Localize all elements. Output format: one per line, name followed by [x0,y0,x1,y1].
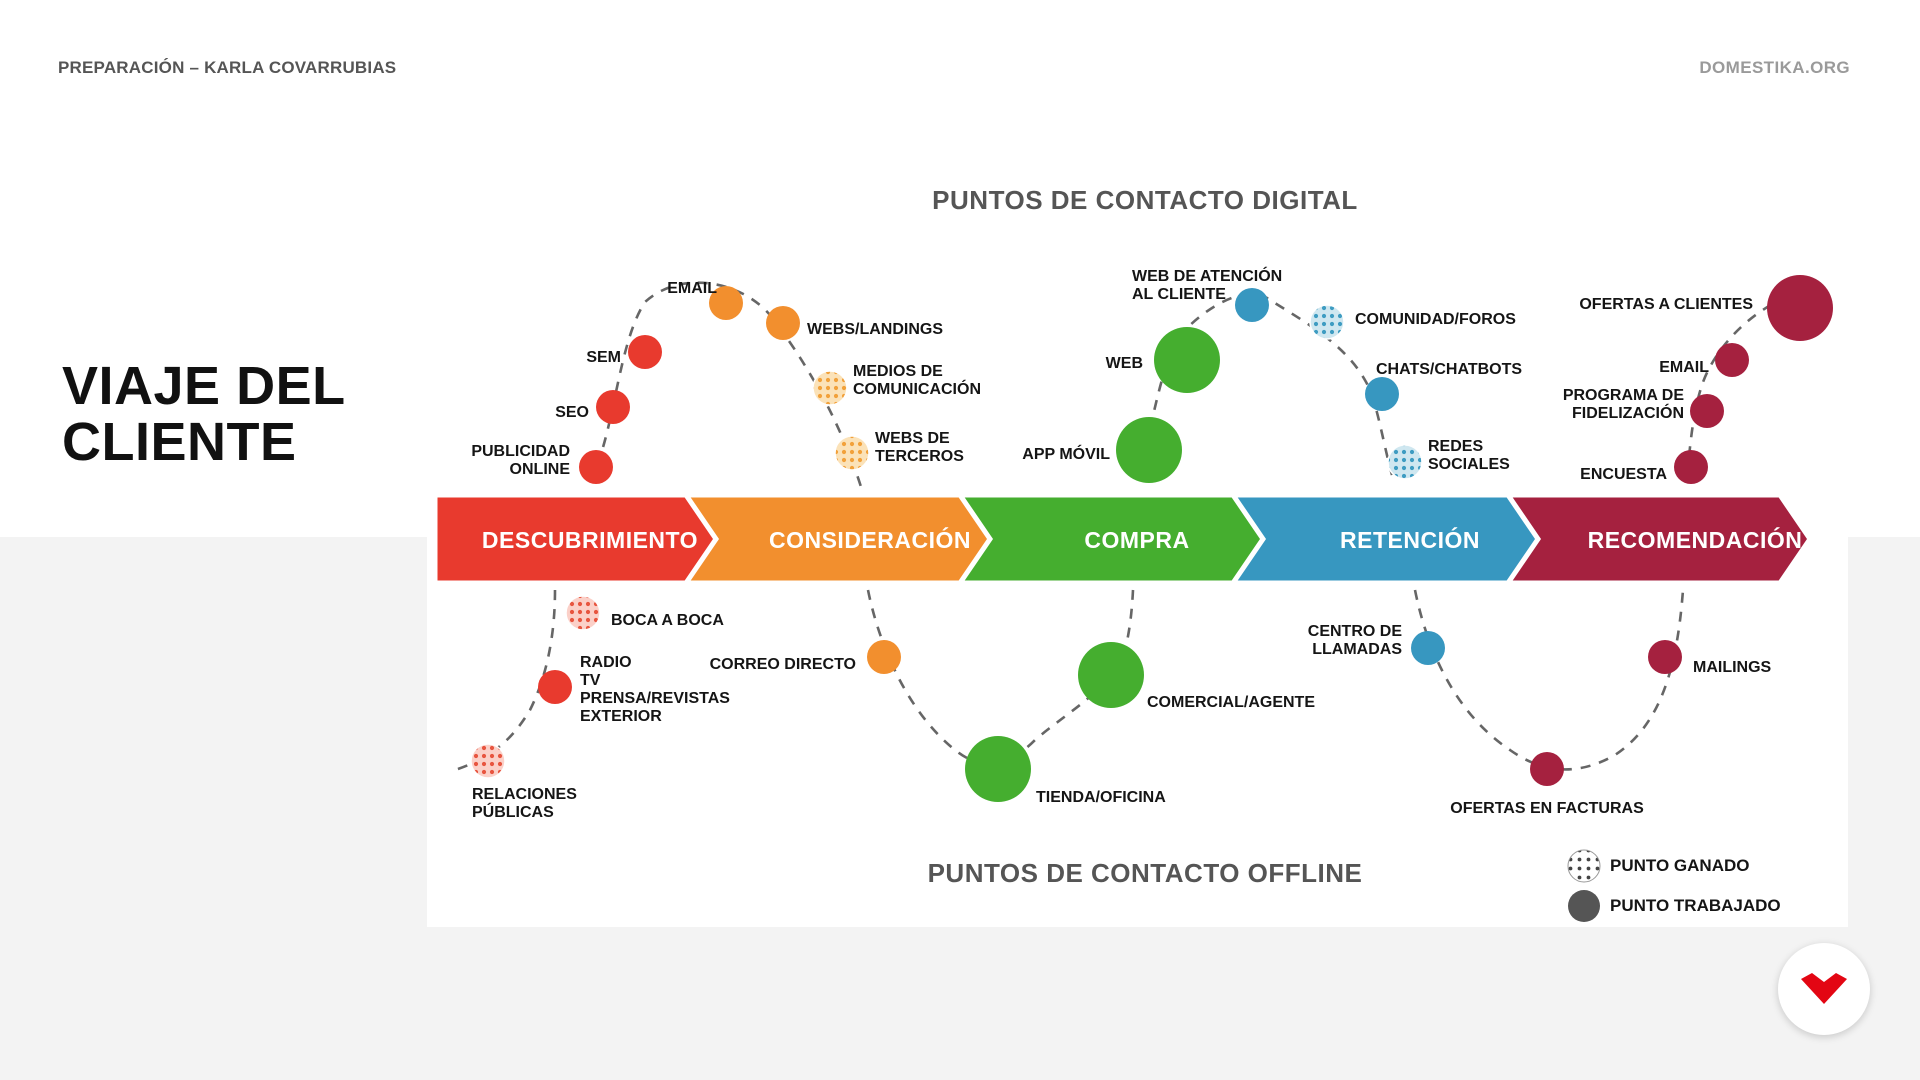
touchpoint-label-9: WEB [1106,355,1143,372]
touchpoint-20 [470,743,506,779]
touchpoint-label-25: OFERTAS EN FACTURAS [1450,800,1644,817]
touchpoint-label-21: CORREO DIRECTO [710,656,856,673]
touchpoint-label-14: OFERTAS A CLIENTES [1579,296,1753,313]
touchpoint-label-15: EMAIL [1659,359,1709,376]
touchpoint-24 [1411,631,1445,665]
journey-curve-3 [1685,298,1781,476]
title-line-1: VIAJE DEL [62,356,346,416]
touchpoint-18 [565,595,601,631]
touchpoint-8 [1116,417,1182,483]
title-line-2: CLIENTE [62,412,297,472]
touchpoint-label-5: WEBS/LANDINGS [807,321,943,338]
touchpoint-26 [1648,640,1682,674]
touchpoint-label-22: TIENDA/OFICINA [1036,789,1166,806]
digital-section-title: PUNTOS DE CONTACTO DIGITAL [932,185,1358,215]
touchpoint-2 [596,390,630,424]
touchpoint-7 [834,435,870,471]
touchpoint-22 [965,736,1031,802]
touchpoint-23 [1078,642,1144,708]
touchpoint-label-23: COMERCIAL/AGENTE [1147,694,1315,711]
stage-label-5: RECOMENDACIÓN [1588,526,1803,553]
touchpoint-12 [1365,377,1399,411]
touchpoint-17 [1674,450,1708,484]
touchpoint-label-2: SEO [555,404,589,421]
touchpoint-21 [867,640,901,674]
touchpoint-10 [1235,288,1269,322]
touchpoint-25 [1530,752,1564,786]
journey-curve-4 [454,589,557,772]
touchpoint-13 [1387,444,1423,480]
page-title: VIAJE DEL CLIENTE [62,358,346,470]
stage-arrow-5 [1503,492,1814,586]
domestika-logo-icon [1801,973,1847,1004]
domestika-logo-button[interactable] [1778,943,1870,1035]
header-site-link[interactable]: DOMESTIKA.ORG [1699,58,1850,77]
journey-curve-6 [1413,589,1685,771]
touchpoint-14 [1767,275,1833,341]
touchpoint-label-12: CHATS/CHATBOTS [1376,361,1522,378]
touchpoint-label-17: ENCUESTA [1580,466,1667,483]
stage-label-3: COMPRA [1084,527,1189,553]
legend-swatch-earned [1567,849,1601,883]
touchpoint-label-4: EMAIL [667,280,717,297]
touchpoint-label-18: BOCA A BOCA [611,612,724,629]
legend-label-earned: PUNTO GANADO [1610,856,1749,875]
touchpoint-label-8: APP MÓVIL [1022,444,1110,463]
touchpoint-5 [766,306,800,340]
stage-label-2: CONSIDERACIÓN [769,526,971,553]
legend-label-worked: PUNTO TRABAJADO [1610,896,1781,915]
touchpoint-6 [812,370,848,406]
touchpoint-label-11: COMUNIDAD/FOROS [1355,311,1516,328]
touchpoint-4 [709,286,743,320]
touchpoint-9 [1154,327,1220,393]
touchpoint-15 [1715,343,1749,377]
stage-label-1: DESCUBRIMIENTO [482,527,698,553]
touchpoint-16 [1690,394,1724,428]
offline-section-title: PUNTOS DE CONTACTO OFFLINE [928,858,1363,888]
touchpoint-11 [1309,304,1345,340]
touchpoint-label-3: SEM [586,349,621,366]
touchpoint-19 [538,670,572,704]
legend-swatch-worked [1568,890,1600,922]
touchpoint-3 [628,335,662,369]
stage-label-4: RETENCIÓN [1340,526,1480,553]
diagram-card [427,537,1848,927]
touchpoint-1 [579,450,613,484]
header-author: PREPARACIÓN – KARLA COVARRUBIAS [58,58,397,77]
touchpoint-label-26: MAILINGS [1693,659,1772,676]
